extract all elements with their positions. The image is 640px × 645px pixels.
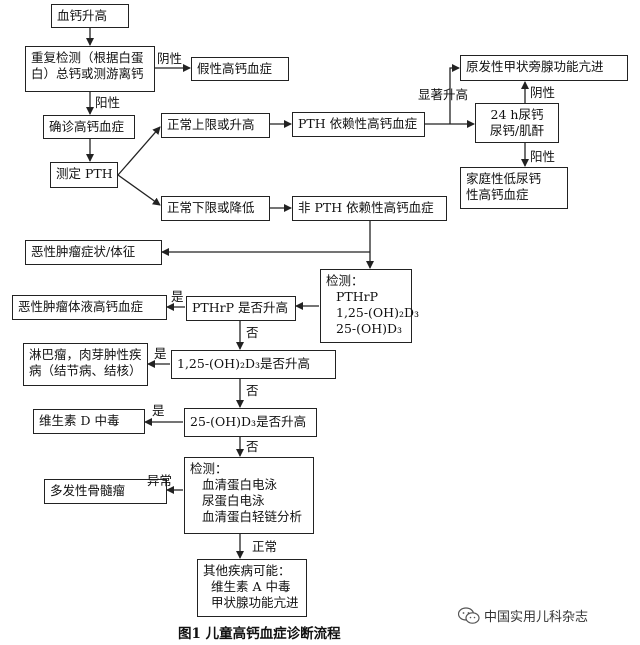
wechat-icon [458, 606, 480, 624]
node-electrophoresis-tests: 检测： 血清蛋白电泳 尿蛋白电泳 血清蛋白轻链分析 [184, 457, 314, 534]
label-significant-rise: 显著升高 [418, 87, 469, 102]
label-normal: 正常 [252, 539, 278, 554]
node-confirm-hypercalcemia: 确诊高钙血症 [43, 115, 135, 139]
node-pth-dependent: PTH 依赖性高钙血症 [292, 112, 425, 137]
node-recheck-calcium: 重复检测（根据白蛋 白）总钙或测游离钙 [25, 46, 155, 92]
node-q-25-vitd: 25-(OH)D₃是否升高 [184, 408, 317, 437]
node-non-pth-dependent: 非 PTH 依赖性高钙血症 [292, 196, 447, 221]
node-malignancy-humoral: 恶性肿瘤体液高钙血症 [12, 295, 167, 320]
figure-caption: 图1 儿童高钙血症诊断流程 [178, 626, 341, 642]
edge-pth-normallow [117, 174, 161, 206]
node-vitamin-d-toxicity: 维生素 D 中毒 [33, 409, 145, 434]
node-calcium-elevated: 血钙升高 [51, 4, 129, 28]
label-no-125: 否 [246, 383, 259, 398]
edge-pth-normalhigh [117, 126, 161, 176]
node-pseudo-hypercalcemia: 假性高钙血症 [191, 57, 289, 81]
label-yes-25: 是 [152, 403, 165, 418]
label-negative-pseudo: 阴性 [157, 51, 183, 66]
node-normal-high: 正常上限或升高 [161, 113, 270, 138]
label-positive-confirm: 阳性 [95, 95, 121, 110]
label-positive-fhh: 阳性 [530, 149, 556, 164]
label-negative-primary: 阴性 [530, 85, 556, 100]
node-normal-low: 正常下限或降低 [161, 196, 270, 221]
edge-pthdep-primary [449, 64, 460, 124]
node-other-diseases: 其他疾病可能： 维生素 A 中毒 甲状腺功能亢进 [197, 559, 307, 617]
label-no-25: 否 [246, 439, 259, 454]
label-abnormal: 异常 [147, 473, 173, 488]
node-lab-tests: 检测： PTHrP 1,25-(OH)₂D₃ 25-(OH)D₃ [320, 269, 419, 343]
node-multiple-myeloma: 多发性骨髓瘤 [44, 479, 167, 504]
node-q-pthrp: PTHrP 是否升高 [186, 296, 296, 321]
node-malignancy-symptoms: 恶性肿瘤症状/体征 [25, 240, 162, 265]
watermark: 中国实用儿科杂志 [458, 606, 588, 625]
node-urine-calcium: 24 h尿钙 尿钙/肌酐 [475, 103, 559, 143]
node-q-125-vitd: 1,25-(OH)₂D₃是否升高 [171, 350, 336, 379]
node-familial-hypocalciuric: 家庭性低尿钙 性高钙血症 [460, 167, 568, 209]
label-yes-125: 是 [154, 346, 167, 361]
watermark-text: 中国实用儿科杂志 [484, 610, 589, 625]
node-measure-pth: 测定 PTH [50, 162, 118, 188]
node-primary-hyperparathyroidism: 原发性甲状旁腺功能亢进 [460, 55, 628, 81]
node-lymphoma-granuloma: 淋巴瘤，肉芽肿性疾 病（结节病、结核） [23, 343, 148, 386]
label-no-pthrp: 否 [246, 325, 259, 340]
label-yes-pthrp: 是 [171, 289, 184, 304]
